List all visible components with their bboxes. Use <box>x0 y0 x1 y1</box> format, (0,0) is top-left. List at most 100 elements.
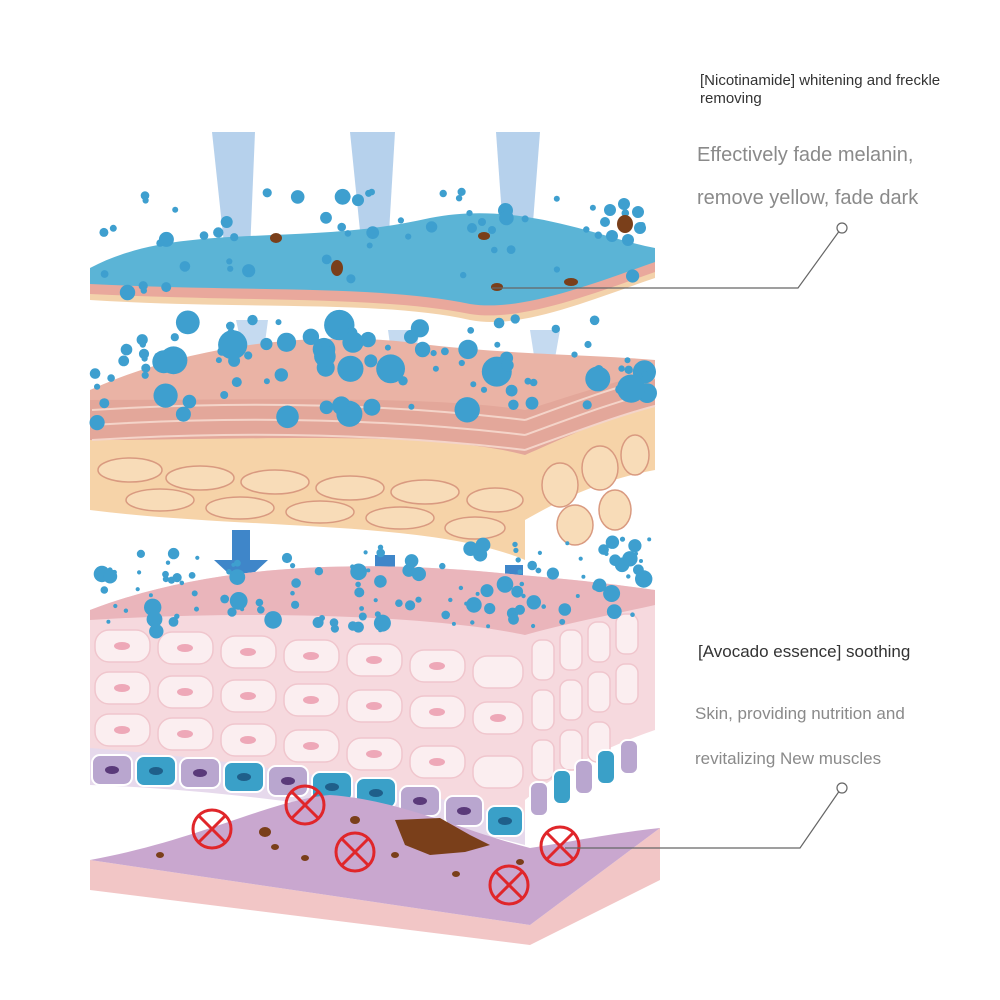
droplet <box>603 585 621 602</box>
droplet <box>291 600 300 609</box>
droplet <box>499 210 514 226</box>
droplet <box>89 415 105 431</box>
droplet <box>425 221 438 233</box>
droplet <box>262 188 272 198</box>
droplet <box>537 550 543 556</box>
droplet <box>344 230 352 237</box>
droplet <box>639 559 643 563</box>
droplet <box>466 597 482 613</box>
droplet <box>137 570 142 575</box>
droplet <box>633 564 644 576</box>
droplet <box>354 587 365 598</box>
droplet <box>366 242 373 249</box>
droplet <box>213 227 224 238</box>
forbidden-icon <box>488 864 530 906</box>
droplet <box>486 624 491 629</box>
droplet <box>494 341 501 348</box>
droplet <box>458 339 478 360</box>
droplet <box>227 607 237 617</box>
droplet <box>510 314 520 324</box>
droplet <box>113 603 118 609</box>
droplet <box>491 246 498 254</box>
droplet <box>366 568 371 573</box>
droplet <box>220 391 229 399</box>
droplet <box>319 615 325 621</box>
droplet <box>247 314 258 326</box>
droplet <box>123 608 129 613</box>
droplet <box>274 368 288 382</box>
droplet <box>199 231 209 240</box>
droplet <box>617 374 646 403</box>
droplet <box>515 557 521 563</box>
droplet <box>149 624 164 639</box>
droplet <box>430 350 437 357</box>
avocado-desc-line1: Skin, providing nutrition and <box>695 704 905 723</box>
droplet <box>526 595 541 610</box>
droplet <box>397 217 404 224</box>
droplet <box>140 287 147 294</box>
droplet <box>144 598 162 616</box>
droplet <box>363 398 381 416</box>
droplet <box>480 584 494 598</box>
droplet <box>589 315 600 326</box>
droplet <box>373 598 378 603</box>
droplet <box>558 603 572 616</box>
droplet <box>529 378 538 387</box>
droplet <box>493 317 505 329</box>
droplet <box>546 567 560 580</box>
droplet <box>553 195 560 202</box>
droplet <box>480 386 488 393</box>
droplet <box>626 269 640 283</box>
droplet <box>624 357 631 364</box>
droplet <box>475 537 491 553</box>
droplet <box>624 365 633 374</box>
droplet <box>432 365 439 372</box>
droplet <box>161 282 172 293</box>
droplet <box>179 261 191 272</box>
droplet <box>140 191 150 200</box>
dermis-layer <box>90 795 660 945</box>
droplet <box>332 396 351 416</box>
droplet <box>141 363 151 373</box>
droplet <box>100 586 109 594</box>
droplet <box>348 621 358 631</box>
droplet <box>384 344 391 351</box>
droplet <box>448 597 453 603</box>
droplet <box>302 328 320 345</box>
droplet <box>276 405 299 429</box>
leader-dot-bottom <box>836 782 848 794</box>
droplet <box>458 359 465 367</box>
droplet <box>175 406 191 422</box>
droplet <box>531 623 536 629</box>
nicotinamide-title: [Nicotinamide] whitening and freckle rem… <box>700 72 941 107</box>
droplet <box>165 560 171 565</box>
droplet <box>290 190 305 204</box>
droplet <box>373 614 391 632</box>
droplet <box>231 377 242 388</box>
droplet <box>120 343 133 356</box>
droplet <box>466 210 473 217</box>
droplet <box>404 554 419 568</box>
droplet <box>582 400 592 410</box>
droplet <box>229 569 246 585</box>
callout-leader-lines <box>492 222 848 849</box>
droplet <box>575 594 580 598</box>
droplet <box>290 590 295 596</box>
droplet <box>395 599 403 607</box>
droplet <box>141 355 148 362</box>
droplet <box>374 575 387 588</box>
droplet <box>360 331 376 348</box>
droplet <box>355 581 361 588</box>
avocado-desc-line2: revitalizing New muscles <box>695 749 882 768</box>
droplet <box>182 394 197 409</box>
droplet <box>378 628 383 633</box>
droplet <box>257 606 265 614</box>
droplet <box>320 211 332 224</box>
droplet <box>584 340 592 349</box>
droplet <box>242 264 256 278</box>
droplet <box>376 354 405 384</box>
droplet <box>364 354 378 368</box>
droplet <box>527 560 537 571</box>
droplet <box>463 541 478 556</box>
droplet <box>551 324 560 334</box>
